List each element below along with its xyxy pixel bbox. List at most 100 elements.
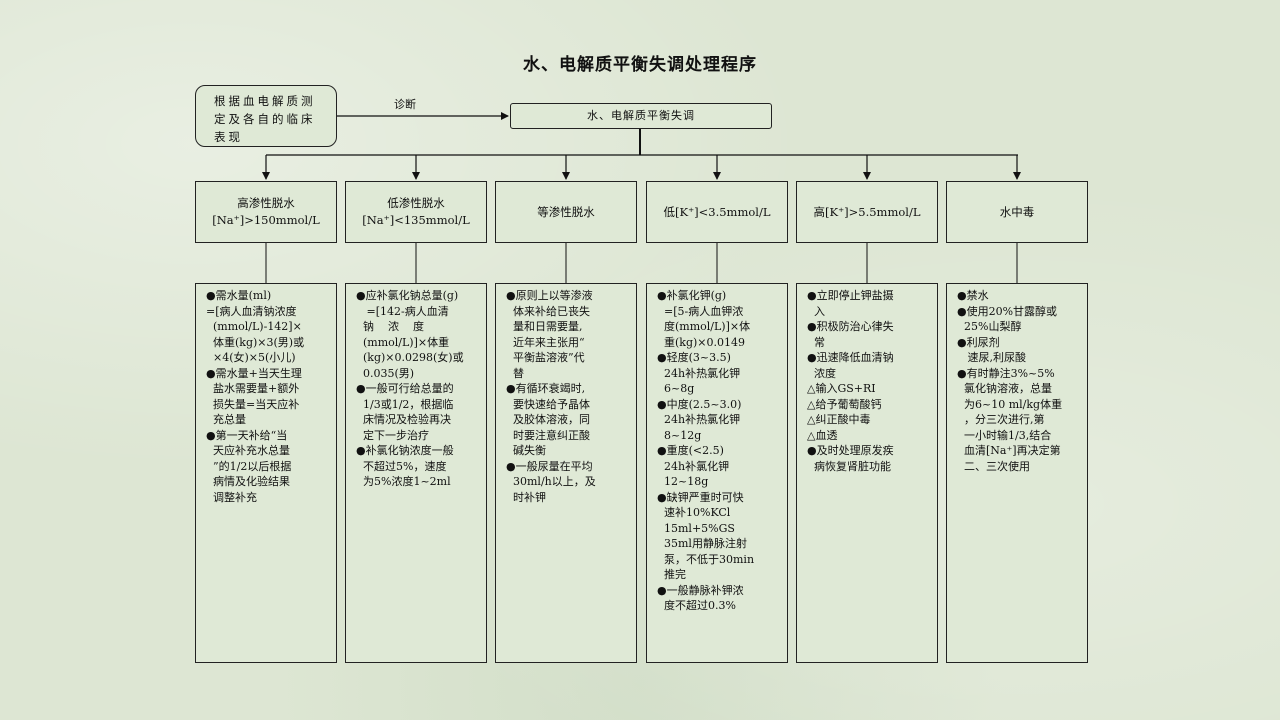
detail-line: ●需水量(ml) [206, 289, 272, 302]
detail-line: 8~12g [657, 428, 702, 442]
category-box-2: 等渗性脱水 [495, 181, 637, 243]
detail-line: △血透 [807, 428, 838, 442]
detail-line: ●积极防治心律失 [807, 320, 894, 333]
detail-line: 1/3或1/2，根据临 [356, 397, 454, 411]
detail-line: 度(mmol/L)]×体 [657, 320, 751, 333]
detail-line: ”的1/2以后根据 [206, 459, 292, 473]
detail-line: ●需水量+当天生理 [206, 366, 302, 380]
detail-line: 量和日需要量, [506, 320, 583, 333]
detail-line: 定下一步治疗 [356, 428, 429, 442]
detail-line: ×4(女)×5(小儿) [206, 351, 296, 364]
detail-line: 不超过5%，速度 [356, 459, 447, 473]
detail-line: 35ml用静脉注射 [657, 537, 747, 550]
detail-line: ●迅速降低血清钠 [807, 351, 894, 364]
category-title: 低[K⁺]<3.5mmol/L [663, 204, 771, 219]
detail-line: ●立即停止钾盐摄 [807, 289, 894, 302]
detail-box-3: ●补氯化钾(g) =[5-病人血钾浓 度(mmol/L)]×体 重(kg)×0.… [646, 283, 788, 663]
detail-line: 重(kg)×0.0149 [657, 335, 745, 349]
detail-line: =[病人血清钠浓度 [206, 304, 297, 318]
detail-line: 12~18g [657, 475, 709, 488]
detail-box-1: ●应补氯化钠总量(g) =[142-病人血清 钠 浓 度 (mmol/L)]×体… [345, 283, 487, 663]
category-range: [Na⁺]<135mmol/L [362, 213, 470, 227]
detail-line: 推完 [657, 568, 686, 581]
main-box: 水、电解质平衡失调 [510, 103, 772, 129]
detail-line: 入 [807, 304, 825, 318]
detail-line: 二、三次使用 [957, 459, 1030, 473]
detail-line: △给予葡萄酸钙 [807, 397, 882, 411]
detail-line: 6~8g [657, 382, 695, 395]
detail-line: ●一般可行给总量的 [356, 382, 454, 395]
detail-line: 钠 浓 度 [356, 320, 424, 333]
detail-line: 替 [506, 366, 524, 380]
detail-line: 血清[Na⁺]再决定第 [957, 444, 1061, 457]
category-title: 高[K⁺]>5.5mmol/L [813, 204, 921, 219]
detail-line: ●重度(<2.5) [657, 444, 724, 457]
source-text: 根据血电解质测定及各自的临床表现 [214, 94, 316, 144]
detail-line: 0.035(男) [356, 366, 415, 380]
detail-line: 氯化钠溶液，总量 [957, 382, 1052, 395]
category-box-4: 高[K⁺]>5.5mmol/L [796, 181, 938, 243]
detail-line: 15ml+5%GS [657, 521, 735, 535]
detail-line: ●及时处理原发疾 [807, 444, 894, 457]
detail-line: 24h补热氯化钾 [657, 366, 741, 380]
detail-line: 病情及化验结果 [206, 475, 290, 488]
detail-box-4: ●立即停止钾盐摄 入 ●积极防治心律失 常 ●迅速降低血清钠 浓度 △输入GS+RI △… [796, 283, 938, 663]
detail-box-5: ●禁水●使用20%甘露醇或 25%山梨醇●利尿剂 速尿,利尿酸●有时静注3%~5… [946, 283, 1088, 663]
detail-line: =[5-病人血钾浓 [657, 304, 744, 318]
detail-line: (mmol/L)-142]× [206, 320, 302, 333]
detail-line: 为6~10 ml/kg体重 [957, 397, 1063, 411]
detail-line: 度不超过0.3% [657, 599, 736, 612]
detail-line: △输入GS+RI [807, 382, 876, 395]
detail-line: 天应补充水总量 [206, 444, 290, 457]
detail-line: 浓度 [807, 366, 836, 380]
detail-line: 病恢复肾脏功能 [807, 459, 891, 473]
diagnosis-label: 诊断 [394, 98, 416, 111]
detail-line: 体重(kg)×3(男)或 [206, 335, 305, 349]
detail-line: 碱失衡 [506, 444, 546, 457]
detail-line: 充总量 [206, 413, 246, 426]
detail-line: ●轻度(3~3.5) [657, 351, 731, 364]
category-box-5: 水中毒 [946, 181, 1088, 243]
detail-line: 24h补氯化钾 [657, 459, 730, 473]
detail-line: ●有时静注3%~5% [957, 366, 1055, 380]
detail-line: ●应补氯化钠总量(g) [356, 289, 459, 302]
detail-line: 速补10%KCl [657, 506, 731, 519]
detail-line: 盐水需要量+额外 [206, 382, 300, 395]
page-title: 水、电解质平衡失调处理程序 [523, 55, 757, 75]
detail-line: ●原则上以等渗液 [506, 289, 593, 302]
category-title: 低渗性脱水 [387, 196, 445, 210]
detail-line: ●补氯化钠浓度一般 [356, 444, 454, 457]
detail-line: 30ml/h以上，及 [506, 475, 596, 488]
detail-line: ●补氯化钾(g) [657, 289, 727, 302]
category-title: 等渗性脱水 [537, 204, 595, 219]
detail-line: ●利尿剂 [957, 335, 1000, 349]
detail-line: 泵，不低于30min [657, 552, 755, 566]
detail-line: 一小时输1/3,结合 [957, 428, 1052, 442]
detail-line: ●禁水 [957, 289, 989, 302]
detail-line: =[142-病人血清 [356, 304, 449, 318]
category-range: [Na⁺]>150mmol/L [212, 213, 320, 227]
category-box-0: 高渗性脱水 [Na⁺]>150mmol/L [195, 181, 337, 243]
detail-box-2: ●原则上以等渗液 体来补给已丧失 量和日需要量, 近年来主张用“ 平衡盐溶液”代… [495, 283, 637, 663]
detail-line: ●第一天补给“当 [206, 428, 288, 442]
main-text: 水、电解质平衡失调 [587, 109, 695, 122]
detail-line: 24h补热氯化钾 [657, 413, 741, 426]
detail-box-0: ●需水量(ml) =[病人血清钠浓度 (mmol/L)-142]× 体重(kg)×… [195, 283, 337, 663]
category-title: 高渗性脱水 [237, 196, 295, 210]
detail-line: 床情况及检验再决 [356, 413, 451, 426]
detail-line: ●有循环衰竭时, [506, 382, 586, 395]
detail-line: 常 [807, 335, 825, 349]
detail-line: 近年来主张用“ [506, 335, 585, 349]
detail-line: ●一般尿量在平均 [506, 459, 593, 473]
detail-line: ，分三次进行,第 [957, 413, 1045, 426]
detail-line: 时补钾 [506, 490, 546, 504]
detail-line: 平衡盐溶液”代 [506, 351, 585, 364]
category-box-1: 低渗性脱水 [Na⁺]<135mmol/L [345, 181, 487, 243]
detail-line: 要快速给予晶体 [506, 397, 590, 411]
category-title: 水中毒 [999, 204, 1035, 219]
detail-line: ●中度(2.5~3.0) [657, 397, 742, 411]
detail-line: ●使用20%甘露醇或 [957, 304, 1058, 318]
detail-line: ●一般静脉补钾浓 [657, 583, 744, 597]
detail-line: 及胶体溶液，同 [506, 413, 590, 426]
